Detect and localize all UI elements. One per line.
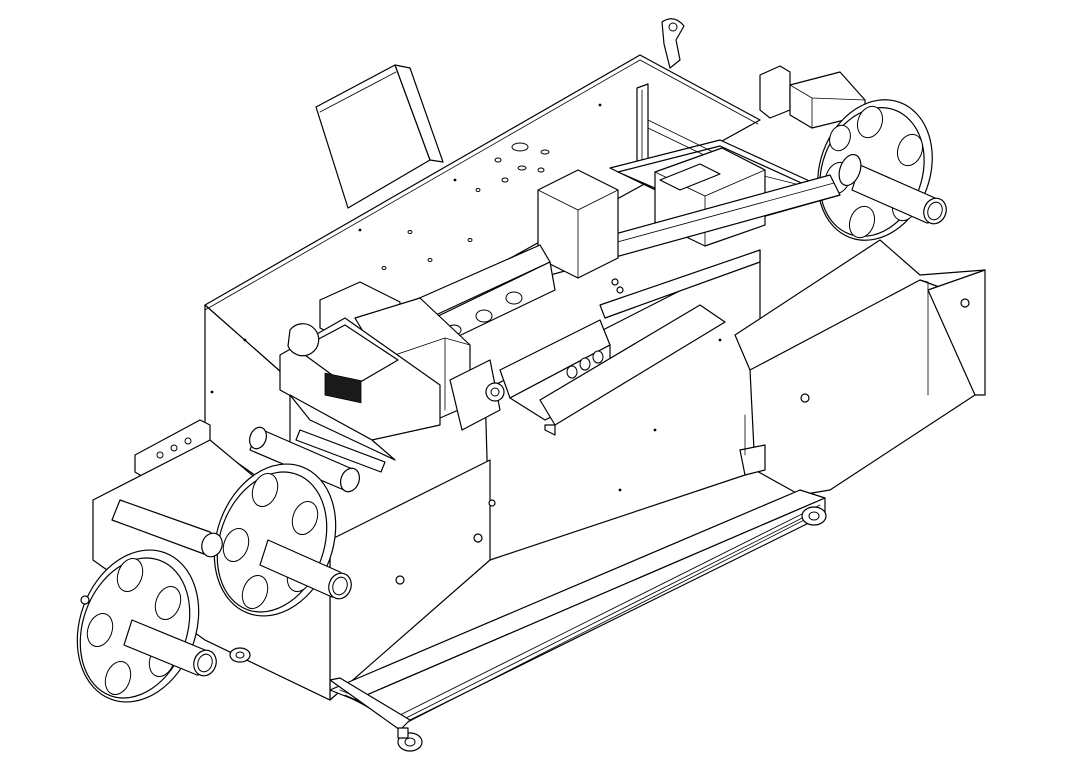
control-panel (315, 64, 444, 209)
front-rollers (248, 426, 386, 493)
caster-left (229, 647, 251, 663)
print-head-carriage (319, 244, 726, 436)
bolts (395, 278, 624, 585)
rear-reel (817, 99, 947, 241)
rear-lever (661, 18, 685, 69)
discharge-chute (734, 239, 986, 496)
front-reel-1 (111, 463, 352, 617)
rear-motor (759, 65, 866, 129)
caster-wheels (80, 506, 827, 752)
caster-rear-right (801, 506, 827, 526)
front-reel-2 (76, 549, 217, 703)
front-dispenser (279, 317, 441, 461)
caster-front-left (397, 727, 423, 752)
vent-grille (324, 372, 362, 404)
deck-holes (210, 103, 722, 492)
